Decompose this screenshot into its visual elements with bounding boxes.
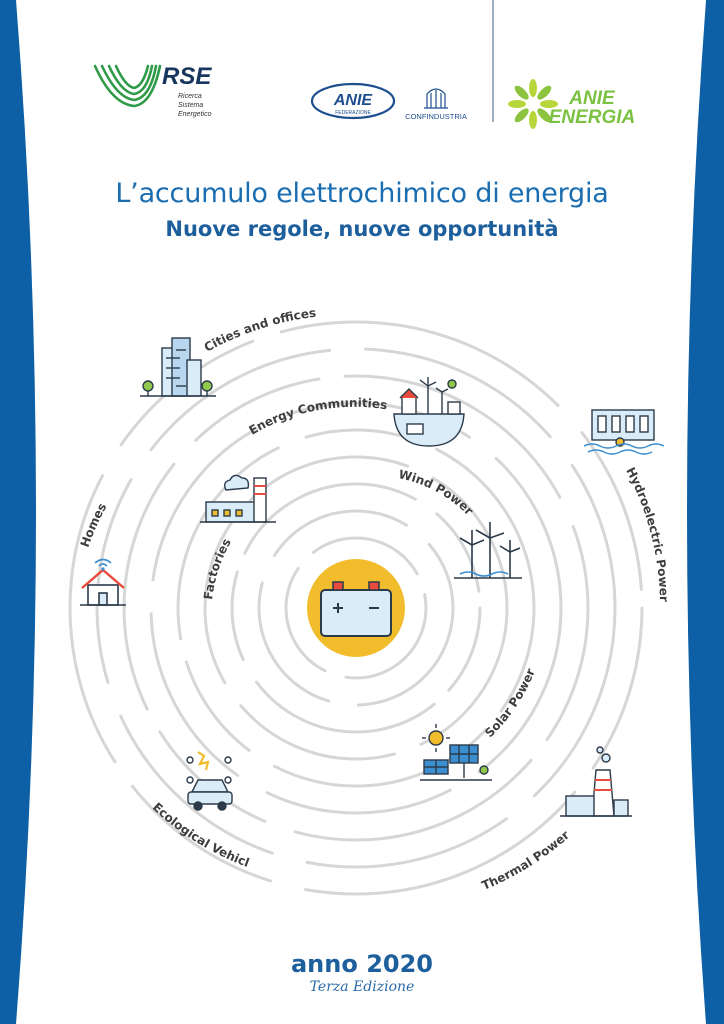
rse-line-1: Ricerca (178, 93, 202, 100)
edition-label: Terza Edizione (309, 979, 415, 995)
city-buildings-icon (140, 337, 216, 397)
wind-turbines-icon (454, 522, 522, 579)
battery-icon (307, 559, 405, 657)
rse-mark: RSE (162, 63, 212, 90)
rse-line-2: Sistema (178, 102, 203, 109)
anie-energia-line-2: ENERGIA (549, 107, 636, 128)
house-wifi-icon (80, 558, 126, 606)
anie-fed-mark: ANIE (333, 92, 374, 109)
solar-panel-icon (420, 724, 492, 781)
anie-energia-line-1: ANIE (568, 88, 616, 109)
label-hydroelectric-power: Hydroelectric Power (623, 465, 671, 602)
thermal-plant-icon (560, 746, 632, 817)
concentric-rings (68, 320, 644, 896)
hydro-dam-icon (583, 409, 665, 455)
label-factories: Factories (201, 536, 234, 600)
main-title: L’accumulo elettrochimico di energia (115, 178, 609, 209)
confindustria-emblem-icon (424, 88, 448, 109)
subtitle: Nuove regole, nuove opportunità (165, 217, 559, 241)
factory-icon (200, 474, 276, 523)
electric-car-icon (186, 751, 233, 811)
right-side-band (687, 0, 724, 1024)
rse-logo: RSE Ricerca Sistema Energetico (93, 63, 212, 118)
anie-energia-flower-icon (508, 79, 558, 129)
energy-community-icon (393, 377, 465, 447)
confindustria-name: CONFINDUSTRIA (405, 112, 467, 121)
edition-year: anno 2020 (290, 950, 433, 978)
rse-line-3: Energetico (178, 111, 212, 118)
anie-federazione-logo: ANIE FEDERAZIONE (310, 82, 396, 120)
label-cities-and-offices: Cities and offices (202, 306, 317, 355)
label-ecological-vehicle: Ecological Vehicle (0, 0, 251, 870)
rse-swoosh-icon (93, 64, 162, 108)
anie-energia-logo: ANIE ENERGIA (508, 79, 635, 129)
label-wind-power: Wind Power (397, 467, 476, 518)
anie-fed-sub: FEDERAZIONE (335, 110, 371, 116)
confindustria-logo: CONFINDUSTRIA (405, 88, 467, 121)
left-side-band (0, 0, 36, 1024)
